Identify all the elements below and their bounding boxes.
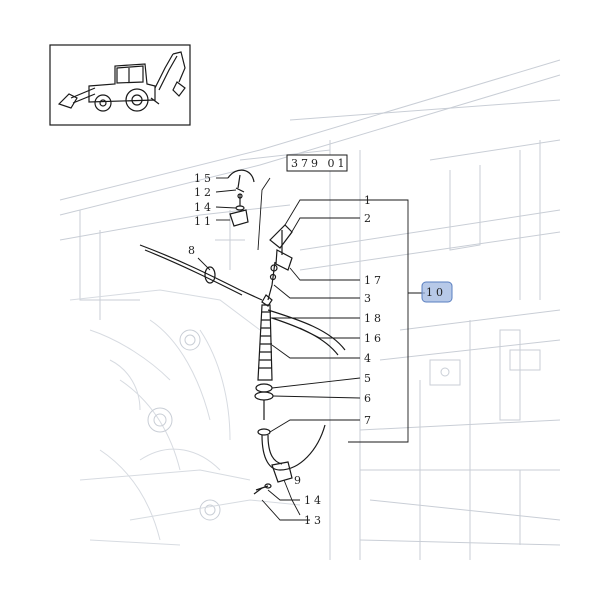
callout-12: 12 <box>194 186 214 199</box>
callout-9: 9 <box>294 474 304 487</box>
callout-4: 4 <box>364 352 374 365</box>
callout-14-upper: 14 <box>194 201 214 214</box>
reference-code-text: 379 01 <box>291 157 348 170</box>
callout-3: 3 <box>364 292 374 305</box>
callout-5: 5 <box>364 372 374 385</box>
background-frame-drawing <box>59 59 561 560</box>
callout-2: 2 <box>364 212 374 225</box>
callout-labels: 1 2 17 3 18 16 4 5 6 7 8 9 14 13 15 12 1… <box>188 172 384 527</box>
group-label-10[interactable]: 10 <box>421 281 453 303</box>
reference-code-box: 379 01 <box>286 154 348 172</box>
callout-13: 13 <box>304 514 324 527</box>
group-label-text: 10 <box>426 286 446 299</box>
callout-6: 6 <box>364 392 374 405</box>
callout-11: 11 <box>194 215 214 228</box>
callout-17: 17 <box>364 274 384 287</box>
leader-lines <box>197 177 361 521</box>
callout-15: 15 <box>194 172 214 185</box>
backhoe-loader-icon <box>57 51 186 112</box>
callout-18: 18 <box>364 312 384 325</box>
callout-1: 1 <box>364 194 374 207</box>
callout-16: 16 <box>364 332 384 345</box>
thumbnail-box <box>49 44 191 126</box>
throttle-cable-assembly <box>139 169 346 495</box>
callout-14-lower: 14 <box>304 494 324 507</box>
callout-7: 7 <box>364 414 374 427</box>
callout-8: 8 <box>188 244 198 257</box>
